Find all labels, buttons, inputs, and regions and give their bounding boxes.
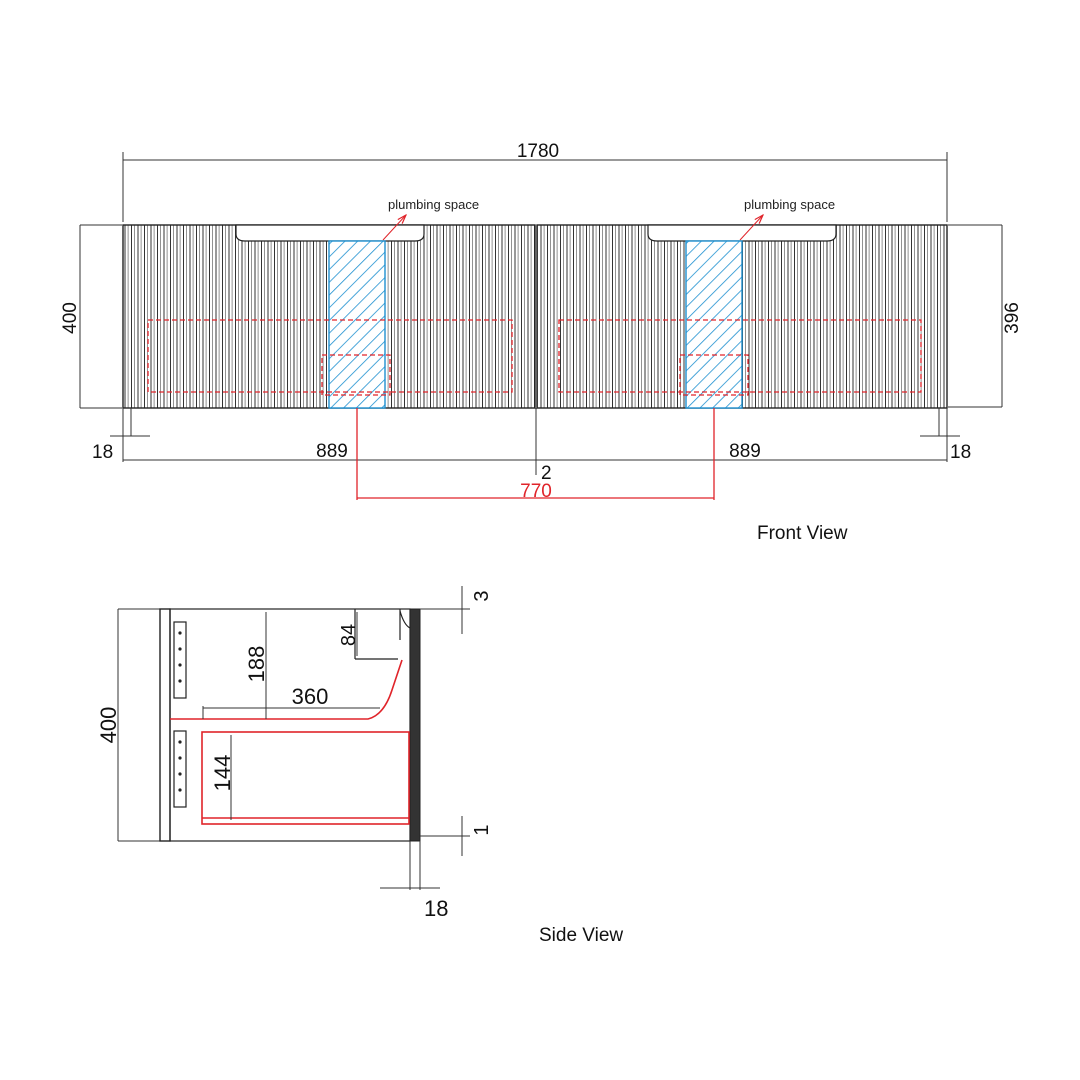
hinge-screws xyxy=(178,631,182,792)
side-internal-dimensions xyxy=(202,586,470,889)
height-right-label: 396 xyxy=(1002,302,1023,334)
plumbing-label-right: plumbing space xyxy=(744,197,835,212)
overall-width-label: 1780 xyxy=(517,141,559,162)
height-left-label: 400 xyxy=(60,302,81,334)
side-height-label: 400 xyxy=(96,707,121,744)
cabinet-right-width-label: 889 xyxy=(729,441,761,462)
height-right-dimension xyxy=(948,224,1003,408)
front-panel xyxy=(409,608,421,842)
basin-spacing-dimension xyxy=(356,408,715,500)
front-thickness-label: 18 xyxy=(424,896,448,921)
plumbing-arrow-right xyxy=(739,215,763,241)
leg-right-label: 18 xyxy=(950,442,971,463)
gap-label: 2 xyxy=(541,463,552,484)
front-view-caption: Front View xyxy=(757,523,848,544)
overall-width-dimension xyxy=(122,152,948,222)
bottom-dimensions xyxy=(110,408,960,475)
leg-left-label: 18 xyxy=(92,442,113,463)
cabinet-side-body xyxy=(169,608,411,842)
drawer-height-label: 144 xyxy=(210,755,235,792)
side-view: 400 xyxy=(96,586,623,946)
front-view: 1780 400 396 xyxy=(60,141,1023,544)
basin-cutout-right xyxy=(647,224,837,242)
top-recess-label: 84 xyxy=(338,624,360,646)
drawer-outlines xyxy=(170,659,410,825)
basin-spacing-label: 770 xyxy=(520,481,552,502)
drawer-top-offset-label: 188 xyxy=(244,646,269,683)
bottom-gap-label: 1 xyxy=(471,824,493,835)
back-panel xyxy=(159,608,171,842)
cabinet-left-width-label: 889 xyxy=(316,441,348,462)
internal-drawer-outlines xyxy=(147,319,922,396)
side-view-caption: Side View xyxy=(539,925,623,946)
plumbing-arrow-left xyxy=(382,215,406,241)
height-left-dimension xyxy=(79,224,122,409)
hinge-brackets xyxy=(173,621,187,808)
drawer-depth-label: 360 xyxy=(292,684,329,709)
top-gap-label: 3 xyxy=(471,590,493,601)
basin-cutout-left xyxy=(235,224,425,242)
plumbing-label-left: plumbing space xyxy=(388,197,479,212)
top-recess xyxy=(354,609,411,660)
